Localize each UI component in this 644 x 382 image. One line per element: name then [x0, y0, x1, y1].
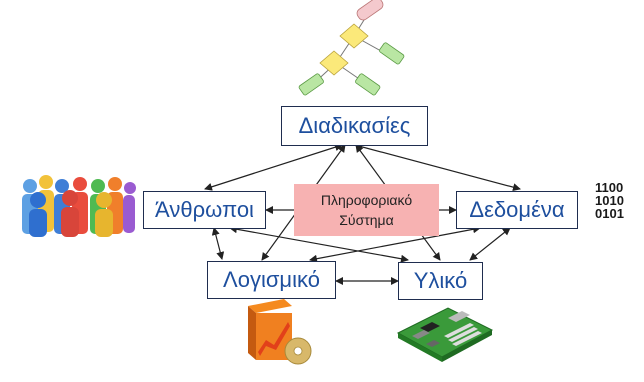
binary-digits-icon: 1100 1010 0101 [595, 181, 624, 220]
node-people-label: Άνθρωποι [155, 197, 254, 222]
node-people: Άνθρωποι [143, 191, 266, 229]
crowd-of-people-icon [22, 175, 136, 237]
arrow-data-software [309, 225, 481, 263]
arrow-processes-data [354, 142, 521, 192]
binary-row: 1010 [595, 193, 624, 208]
arrow-data-hardware [469, 227, 511, 261]
center-label-line2: Σύστημα [339, 212, 394, 228]
node-hardware: Υλικό [398, 262, 483, 300]
node-processes: Διαδικασίες [281, 106, 428, 146]
node-processes-label: Διαδικασίες [298, 113, 411, 138]
node-data-label: Δεδομένα [469, 197, 565, 222]
binary-row: 0101 [595, 206, 624, 221]
information-system-box: Πληροφοριακό Σύστημα [294, 184, 439, 236]
arrow-people-software [211, 227, 225, 260]
flowchart-icon [298, 0, 405, 96]
software-box-icon [248, 299, 312, 365]
center-label-line1: Πληροφοριακό [320, 192, 413, 208]
node-hardware-label: Υλικό [413, 268, 468, 293]
node-data: Δεδομένα [456, 191, 578, 229]
node-software-label: Λογισμικό [223, 267, 320, 292]
binary-row: 1100 [595, 180, 624, 195]
node-software: Λογισμικό [207, 261, 336, 299]
arrow-processes-people [204, 143, 343, 191]
circuit-board-icon [396, 307, 494, 362]
